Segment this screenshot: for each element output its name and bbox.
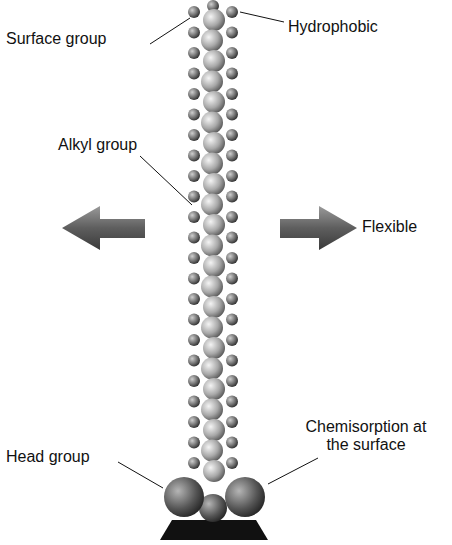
- hydrogen-atom: [226, 437, 238, 449]
- carbon-atom: [203, 296, 225, 318]
- leader-line: [150, 18, 190, 44]
- head-atom: [225, 477, 265, 517]
- leader-line: [268, 458, 318, 484]
- hydrogen-atom: [226, 6, 238, 18]
- carbon-atom: [201, 30, 223, 52]
- carbon-atom: [201, 317, 223, 339]
- hydrogen-atom: [188, 334, 200, 346]
- hydrogen-atom: [226, 47, 238, 59]
- hydrogen-atom: [188, 457, 200, 469]
- hydrogen-atom: [188, 47, 200, 59]
- hydrogen-atom: [226, 396, 238, 408]
- carbon-atom: [203, 460, 225, 482]
- hydrogen-atom: [226, 416, 238, 428]
- hydrogen-atom: [226, 232, 238, 244]
- carbon-atom: [203, 337, 225, 359]
- leader-line: [240, 12, 284, 22]
- hydrogen-atom: [188, 27, 200, 39]
- substrate: [160, 520, 268, 540]
- carbon-atom: [203, 214, 225, 236]
- hydrogen-atom: [226, 252, 238, 264]
- hydrogen-atom: [188, 273, 200, 285]
- carbon-atom: [203, 378, 225, 400]
- hydrogen-atom: [188, 88, 200, 100]
- hydrogen-atom: [226, 170, 238, 182]
- hydrogen-atom: [188, 109, 200, 121]
- hydrogen-atom: [188, 355, 200, 367]
- hydrogen-atom: [226, 273, 238, 285]
- carbon-atom: [201, 112, 223, 134]
- hydrogen-atom: [188, 68, 200, 80]
- carbon-atom: [203, 132, 225, 154]
- hydrogen-atom: [188, 170, 200, 182]
- hydrogen-atom: [188, 211, 200, 223]
- hydrogen-atom: [188, 232, 200, 244]
- hydrogen-atom: [226, 457, 238, 469]
- hydrogen-atom: [226, 211, 238, 223]
- hydrogen-atom: [226, 314, 238, 326]
- hydrophobic-label: Hydrophobic: [288, 18, 378, 36]
- carbon-atom: [203, 50, 225, 72]
- hydrogen-atom: [226, 355, 238, 367]
- carbon-atom: [203, 91, 225, 113]
- hydrogen-atom: [226, 27, 238, 39]
- flexible-label: Flexible: [362, 218, 417, 236]
- head-atom: [164, 477, 204, 517]
- right-arrow: [280, 206, 357, 250]
- hydrogen-atom: [188, 191, 200, 203]
- hydrogen-atom: [226, 375, 238, 387]
- carbon-atom: [201, 358, 223, 380]
- alkyl-group-label: Alkyl group: [58, 136, 137, 154]
- carbon-atom: [201, 276, 223, 298]
- hydrogen-atom: [226, 68, 238, 80]
- hydrogen-atom: [188, 150, 200, 162]
- chemisorption-label: Chemisorption at the surface: [296, 418, 436, 455]
- alkyl-chain: [188, 0, 238, 482]
- hydrogen-atom: [226, 293, 238, 305]
- hydrogen-atom: [188, 437, 200, 449]
- carbon-atom: [203, 419, 225, 441]
- hydrogen-atom: [226, 191, 238, 203]
- carbon-atom: [201, 153, 223, 175]
- carbon-atom: [201, 71, 223, 93]
- left-arrow: [62, 206, 145, 250]
- hydrogen-atom: [226, 129, 238, 141]
- hydrogen-atom: [188, 6, 200, 18]
- head-group-label: Head group: [6, 448, 90, 466]
- hydrogen-atom: [226, 334, 238, 346]
- hydrogen-atom: [188, 375, 200, 387]
- surface-group-label: Surface group: [6, 30, 107, 48]
- carbon-atom: [201, 399, 223, 421]
- carbon-atom: [203, 9, 225, 31]
- hydrogen-atom: [188, 396, 200, 408]
- hydrogen-atom: [188, 416, 200, 428]
- hydrogen-atom: [188, 252, 200, 264]
- hydrogen-atom: [226, 150, 238, 162]
- leader-line: [118, 462, 163, 488]
- hydrogen-atom: [188, 314, 200, 326]
- hydrogen-atom: [226, 109, 238, 121]
- carbon-atom: [203, 255, 225, 277]
- carbon-atom: [201, 194, 223, 216]
- hydrogen-atom: [188, 129, 200, 141]
- hydrogen-atom: [188, 293, 200, 305]
- hydrogen-atom: [226, 88, 238, 100]
- carbon-atom: [201, 440, 223, 462]
- leader-line: [140, 156, 192, 205]
- carbon-atom: [201, 235, 223, 257]
- carbon-atom: [203, 173, 225, 195]
